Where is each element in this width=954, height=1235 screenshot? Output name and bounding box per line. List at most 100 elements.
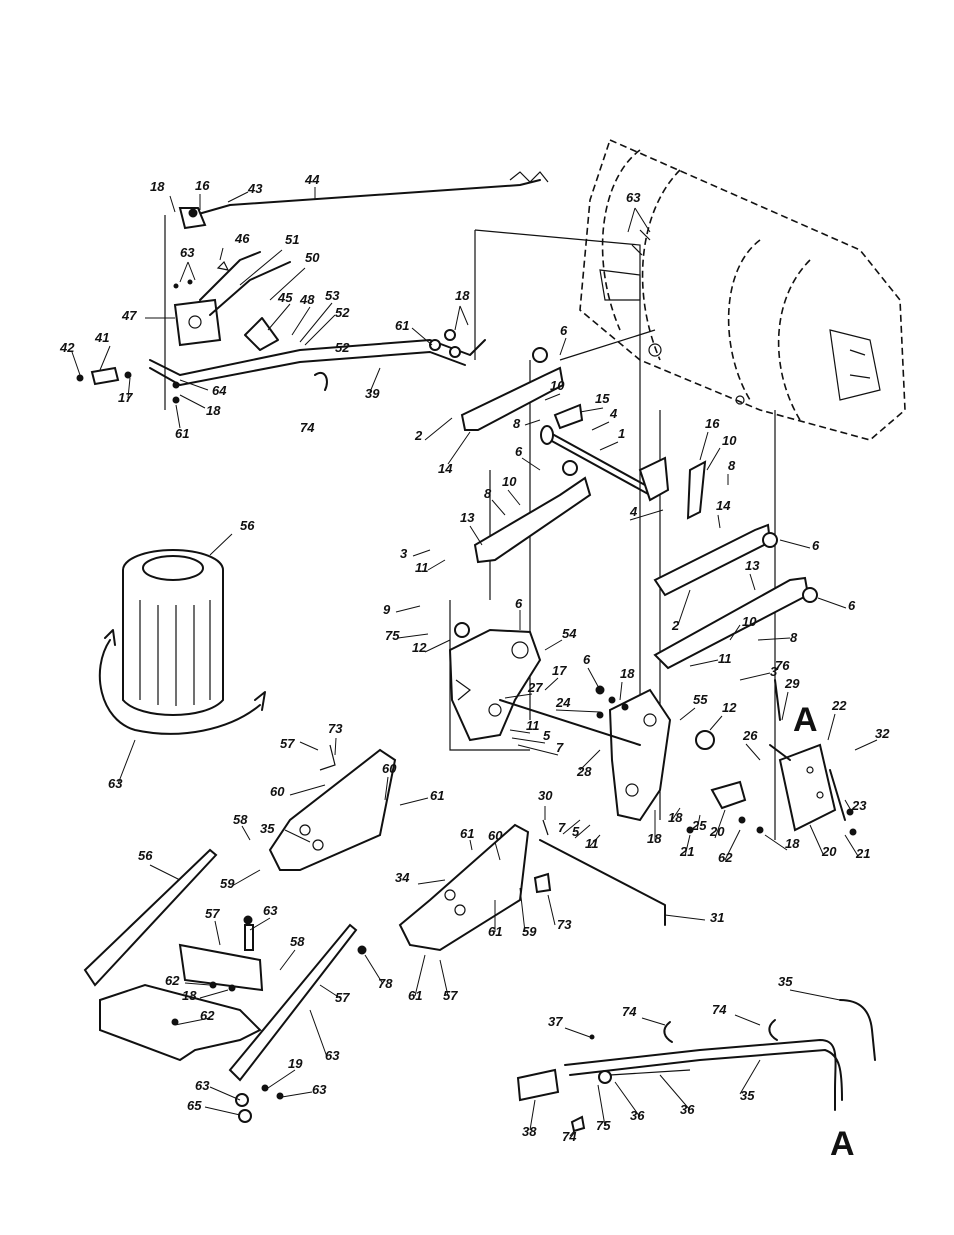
- figure-marker-a-bottom: A: [830, 1125, 855, 1163]
- callout: 73: [328, 721, 343, 736]
- callout: 75: [596, 1118, 611, 1133]
- callout: 36: [680, 1102, 695, 1117]
- callout: 6: [583, 652, 591, 667]
- callout: 8: [484, 486, 492, 501]
- callout: 28: [576, 764, 592, 779]
- callout: 58: [290, 934, 305, 949]
- callout: 63: [195, 1078, 210, 1093]
- callout: 43: [247, 181, 263, 196]
- callout: 7: [558, 820, 566, 835]
- lift-arms: [460, 347, 818, 670]
- callout: 2: [414, 428, 423, 443]
- callout: 12: [412, 640, 427, 655]
- callout: 7: [556, 740, 564, 755]
- callout: 16: [705, 416, 720, 431]
- callout: 76: [775, 658, 790, 673]
- callout: 65: [187, 1098, 202, 1113]
- callout: 59: [522, 924, 537, 939]
- callout: 22: [831, 698, 847, 713]
- callout: 15: [595, 391, 610, 406]
- callout: 57: [205, 906, 220, 921]
- callout: 18: [668, 810, 683, 825]
- callout: 34: [395, 870, 410, 885]
- callout: 45: [277, 290, 293, 305]
- callout: 25: [691, 818, 707, 833]
- air-filter: [98, 549, 266, 735]
- callout: 9: [383, 602, 391, 617]
- callout: 38: [522, 1124, 537, 1139]
- callout: 56: [138, 848, 153, 863]
- callout: 75: [385, 628, 400, 643]
- callout: 50: [305, 250, 320, 265]
- callout: 18: [785, 836, 800, 851]
- callout: 61: [460, 826, 474, 841]
- callout: 61: [430, 788, 444, 803]
- callout: 51: [285, 232, 299, 247]
- callout: 1: [618, 426, 625, 441]
- assembly-frame-lines: [164, 215, 776, 840]
- callout: 10: [502, 474, 517, 489]
- callout: 74: [562, 1129, 577, 1144]
- callout: 16: [195, 178, 210, 193]
- callout: 27: [527, 680, 543, 695]
- callout: 73: [557, 917, 572, 932]
- frame-members: [83, 848, 367, 1123]
- callout: 61: [175, 426, 189, 441]
- callout: 56: [240, 518, 255, 533]
- callout: 3: [770, 664, 778, 679]
- callout: 5: [543, 728, 551, 743]
- callout: 31: [710, 910, 724, 925]
- support-brackets: [268, 744, 552, 952]
- callouts: 18 16 43 44 63 46 51 50 47 45 48 53 52 4…: [59, 172, 890, 1144]
- callout: 41: [94, 330, 109, 345]
- callout: 63: [626, 190, 641, 205]
- callout: 74: [300, 420, 315, 435]
- shift-rod-assembly: [178, 171, 549, 230]
- callout: 36: [630, 1108, 645, 1123]
- callout: 39: [365, 386, 380, 401]
- callout: 29: [784, 676, 800, 691]
- callout: 60: [270, 784, 285, 799]
- callout: 3: [400, 546, 408, 561]
- callout: 74: [712, 1002, 727, 1017]
- callout: 60: [382, 761, 397, 776]
- callout: 18: [182, 988, 197, 1003]
- cross-shaft: [540, 403, 707, 520]
- callout: 10: [722, 433, 737, 448]
- callout: 63: [263, 903, 278, 918]
- callout: 4: [609, 406, 618, 421]
- callout: 18: [620, 666, 635, 681]
- callout: 78: [378, 976, 393, 991]
- callout: 5: [572, 824, 580, 839]
- callout: 6: [560, 323, 568, 338]
- callout: 58: [233, 812, 248, 827]
- callout: 44: [304, 172, 320, 187]
- callout: 13: [745, 558, 760, 573]
- callout: 57: [335, 990, 350, 1005]
- callout: 23: [851, 798, 867, 813]
- callout: 63: [325, 1048, 340, 1063]
- callout: 54: [562, 626, 577, 641]
- callout: 30: [538, 788, 553, 803]
- callout: 59: [220, 876, 235, 891]
- callout: 17: [552, 663, 567, 678]
- callout: 57: [443, 988, 458, 1003]
- callout: 63: [312, 1082, 327, 1097]
- callout: 62: [718, 850, 733, 865]
- auger-housing: [579, 138, 906, 441]
- callout: 46: [234, 231, 250, 246]
- callout: 12: [722, 700, 737, 715]
- callout: 52: [335, 305, 350, 320]
- callout: 4: [629, 504, 638, 519]
- callout: 18: [150, 179, 165, 194]
- callout: 10: [550, 378, 565, 393]
- callout: 62: [200, 1008, 215, 1023]
- callout: 17: [118, 390, 133, 405]
- callout: 60: [488, 828, 503, 843]
- callout: 32: [875, 726, 890, 741]
- callout: 11: [526, 718, 540, 733]
- mounting-bracket: [686, 679, 857, 836]
- callout: 26: [742, 728, 758, 743]
- callout: 14: [716, 498, 731, 513]
- callout: 55: [693, 692, 708, 707]
